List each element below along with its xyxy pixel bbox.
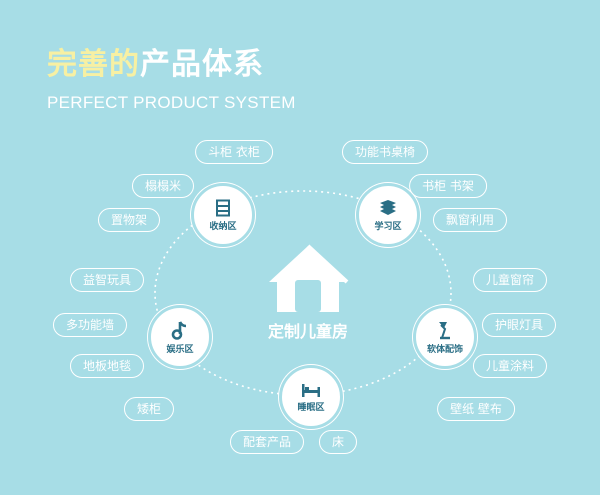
hub-entertainment-label: 娱乐区 bbox=[166, 344, 194, 355]
tag-bay-window[interactable]: 飘窗利用 bbox=[432, 208, 508, 232]
tag-wallpaper[interactable]: 壁纸 壁布 bbox=[437, 397, 515, 421]
page-title: 完善的产品体系 bbox=[47, 47, 296, 83]
tag-accessories[interactable]: 配套产品 bbox=[229, 430, 305, 454]
hub-study[interactable]: 学习区 bbox=[356, 183, 420, 247]
bed-icon bbox=[302, 383, 320, 397]
tag-desk-chair[interactable]: 功能书桌椅 bbox=[341, 140, 429, 164]
tag-multifunction-wall[interactable]: 多功能墙 bbox=[52, 313, 128, 337]
desk-lamp-icon bbox=[439, 321, 450, 339]
tag-bookcase[interactable]: 书柜 书架 bbox=[409, 174, 487, 198]
tag-low-cabinet[interactable]: 矮柜 bbox=[123, 397, 175, 421]
tag-kids-curtain[interactable]: 儿童窗帘 bbox=[472, 268, 548, 292]
hub-entertainment[interactable]: 娱乐区 bbox=[148, 305, 212, 369]
page-subtitle: PERFECT PRODUCT SYSTEM bbox=[47, 93, 296, 112]
hub-storage[interactable]: 收纳区 bbox=[191, 183, 255, 247]
hub-study-label: 学习区 bbox=[374, 221, 402, 232]
books-icon bbox=[380, 199, 396, 215]
tag-eye-lamp[interactable]: 护眼灯具 bbox=[481, 313, 557, 337]
title-highlight: 完善的 bbox=[47, 47, 140, 82]
hub-soft-decor-label: 软体配饰 bbox=[426, 344, 463, 355]
title-block: 完善的产品体系 PERFECT PRODUCT SYSTEM bbox=[47, 47, 296, 113]
tag-chest-wardrobe[interactable]: 斗柜 衣柜 bbox=[195, 140, 273, 164]
center-label: 定制儿童房 bbox=[267, 322, 348, 341]
title-rest: 产品体系 bbox=[140, 47, 264, 82]
tag-shelf[interactable]: 置物架 bbox=[97, 208, 161, 232]
house-icon bbox=[263, 242, 353, 318]
tag-tatami[interactable]: 榻榻米 bbox=[131, 174, 195, 198]
hub-sleep-label: 睡眠区 bbox=[297, 402, 325, 413]
tag-bed[interactable]: 床 bbox=[318, 430, 358, 454]
hub-soft-decor[interactable]: 软体配饰 bbox=[413, 305, 477, 369]
hub-sleep[interactable]: 睡眠区 bbox=[279, 365, 343, 429]
tag-educational-toys[interactable]: 益智玩具 bbox=[69, 268, 145, 292]
hub-storage-label: 收纳区 bbox=[209, 221, 237, 232]
music-note-icon bbox=[171, 320, 187, 340]
tag-floor-carpet[interactable]: 地板地毯 bbox=[69, 354, 145, 378]
tag-kids-paint[interactable]: 儿童涂料 bbox=[472, 354, 548, 378]
storage-icon bbox=[216, 199, 230, 216]
